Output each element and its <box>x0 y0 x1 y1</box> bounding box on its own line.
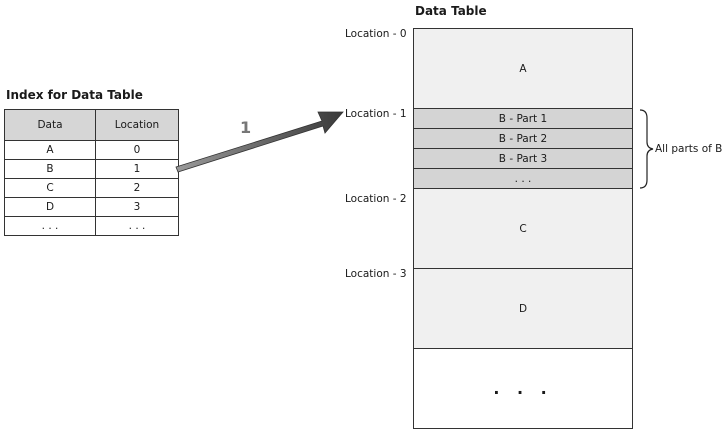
data-block-a: A <box>413 28 633 109</box>
data-block-b-more: . . . <box>413 168 633 189</box>
data-block-b-part3-label: B - Part 3 <box>498 152 548 165</box>
data-block-b-part2-label: B - Part 2 <box>498 132 548 145</box>
data-block-rest: . . . <box>413 348 633 429</box>
index-row: D 3 <box>4 197 179 217</box>
index-row: C 2 <box>4 178 179 198</box>
data-block-c-label: C <box>519 222 527 235</box>
data-block-b-part3: B - Part 3 <box>413 148 633 169</box>
index-cell-data: . . . <box>4 216 96 236</box>
data-block-a-label: A <box>519 62 527 75</box>
pointer-arrow-1 <box>175 111 344 173</box>
step-1-label: 1 <box>240 118 252 137</box>
data-block-b-part1-label: B - Part 1 <box>498 112 548 125</box>
location-3-label: Location - 3 <box>345 268 407 280</box>
index-row: B 1 <box>4 159 179 179</box>
index-cell-location: 2 <box>95 178 179 198</box>
index-row: A 0 <box>4 140 179 160</box>
index-row: . . . . . . <box>4 216 179 236</box>
brace-label: All parts of B <box>655 143 723 155</box>
index-cell-data: B <box>4 159 96 179</box>
index-table-title: Index for Data Table <box>6 88 143 102</box>
index-table: Data Location A 0 B 1 C 2 D 3 . . . . . … <box>4 109 179 236</box>
index-cell-data: A <box>4 140 96 160</box>
data-block-b-part2: B - Part 2 <box>413 128 633 149</box>
index-table-header-row: Data Location <box>4 109 179 141</box>
data-block-d: D <box>413 268 633 349</box>
data-block-b-part1: B - Part 1 <box>413 108 633 129</box>
index-header-location: Location <box>95 109 179 141</box>
index-cell-location: 0 <box>95 140 179 160</box>
brace-all-parts-b <box>639 109 654 189</box>
data-block-d-label: D <box>518 302 528 315</box>
data-block-b-more-label: . . . <box>514 172 532 185</box>
index-cell-data: C <box>4 178 96 198</box>
location-2-label: Location - 2 <box>345 193 407 205</box>
index-cell-location: . . . <box>95 216 179 236</box>
index-cell-location: 3 <box>95 197 179 217</box>
index-cell-location: 1 <box>95 159 179 179</box>
location-1-label: Location - 1 <box>345 108 407 120</box>
location-0-label: Location - 0 <box>345 28 407 40</box>
data-block-rest-label: . . . <box>493 379 553 398</box>
data-block-c: C <box>413 188 633 269</box>
data-table-title: Data Table <box>415 4 487 18</box>
